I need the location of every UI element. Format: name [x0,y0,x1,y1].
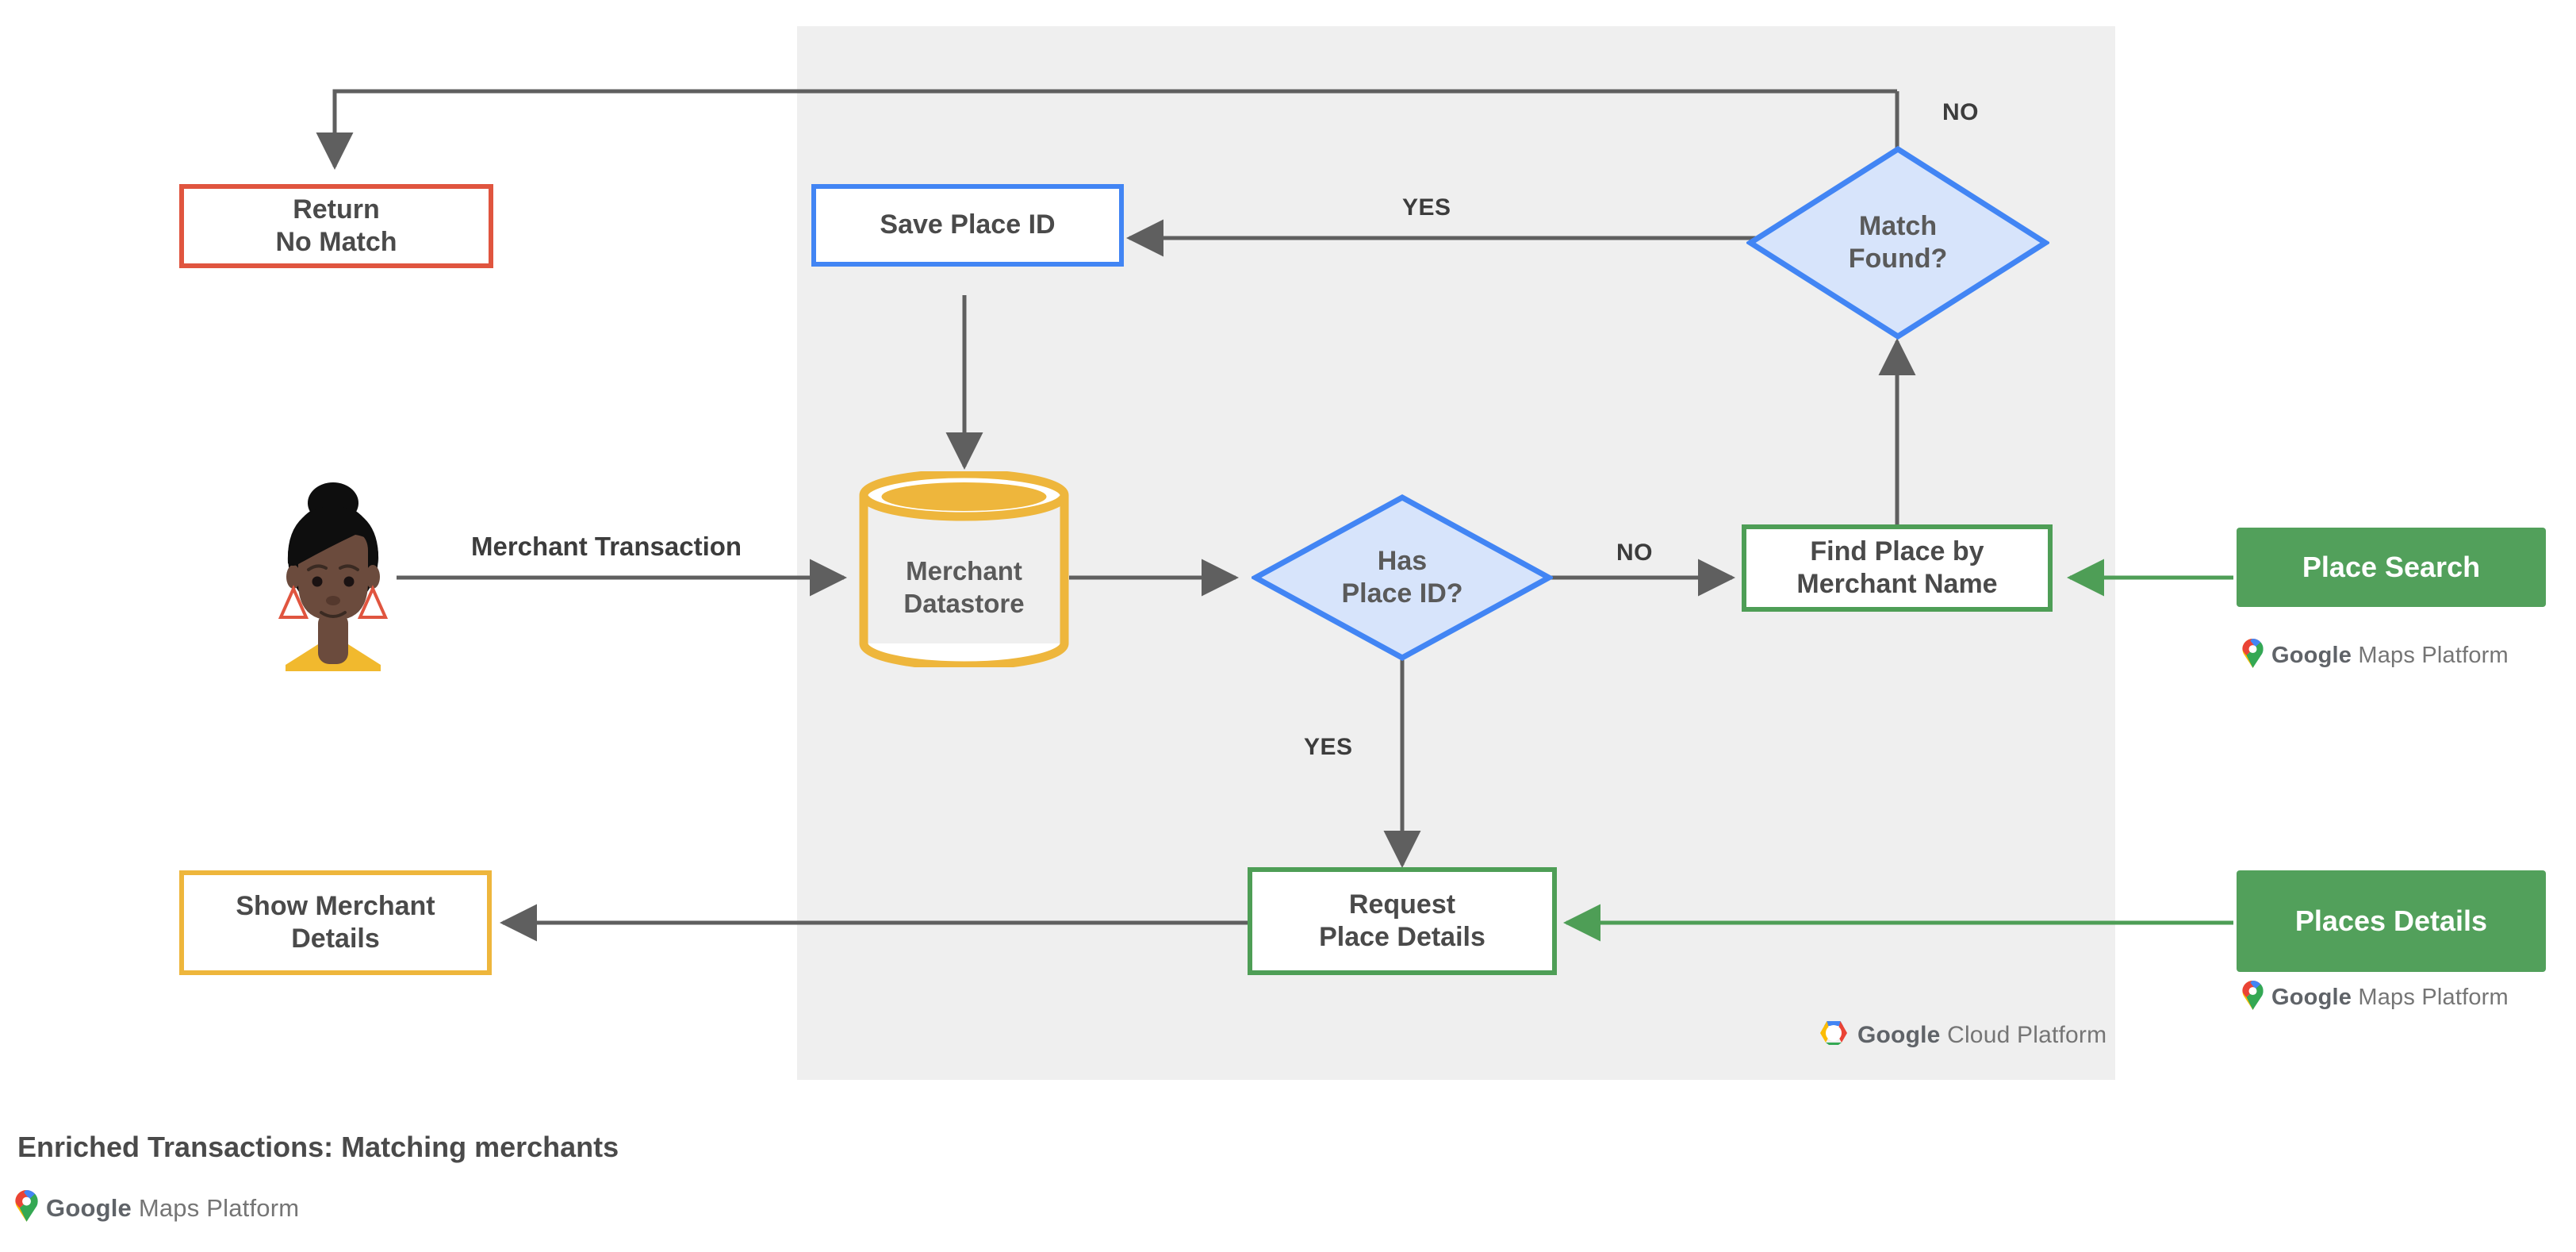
google-maps-platform-wordmark: Google Maps Platform [2271,985,2509,1010]
node-save-place-id[interactable]: Save Place ID [811,184,1124,267]
map-pin-icon [2241,981,2264,1015]
google-maps-platform-logo: Google Maps Platform [2241,639,2509,673]
node-place-search[interactable]: Place Search [2237,528,2546,607]
page-title: Enriched Transactions: Matching merchant… [17,1131,619,1163]
google-cloud-platform-logo: Google Cloud Platform [1819,1020,2106,1050]
node-has-place-id-label: Has Place ID? [1341,545,1463,609]
node-find-place-by-merchant-name-label: Find Place by Merchant Name [1796,536,1998,599]
node-request-place-details-label: Request Place Details [1319,889,1485,952]
diamond-shape [1252,494,1553,661]
cylinder-shape [859,471,1069,667]
node-return-no-match[interactable]: Return No Match [179,184,493,268]
google-maps-platform-wordmark: Google Maps Platform [46,1194,300,1222]
node-places-details-label: Places Details [2294,904,2488,938]
edge-label-has-place-id-no: NO [1616,540,1653,566]
node-merchant-datastore[interactable]: Merchant Datastore [859,471,1069,667]
edge-label-merchant-transaction: Merchant Transaction [471,532,742,561]
node-save-place-id-label: Save Place ID [880,209,1056,240]
cloud-hexagon-icon [1819,1020,1849,1050]
node-return-no-match-label: Return No Match [275,194,397,257]
node-places-details[interactable]: Places Details [2237,870,2546,972]
map-pin-icon [14,1190,39,1227]
node-show-merchant-details[interactable]: Show Merchant Details [179,870,492,975]
google-cloud-platform-wordmark: Google Cloud Platform [1857,1021,2107,1048]
node-match-found-label: Match Found? [1848,210,1948,274]
edge-label-has-place-id-yes: YES [1304,734,1353,760]
node-request-place-details[interactable]: Request Place Details [1248,867,1557,975]
edge-label-match-found-yes: YES [1402,194,1451,221]
map-pin-icon [2241,639,2264,673]
node-show-merchant-details-label: Show Merchant Details [236,890,435,954]
google-maps-platform-logo-caption: Google Maps Platform [14,1190,299,1227]
google-maps-platform-wordmark: Google Maps Platform [2271,643,2509,668]
node-merchant-datastore-label: Merchant Datastore [903,556,1025,618]
customer-avatar [262,462,404,676]
diamond-shape [1746,145,2049,340]
node-has-place-id[interactable]: Has Place ID? [1252,494,1553,662]
node-place-search-label: Place Search [2302,551,2481,584]
node-find-place-by-merchant-name[interactable]: Find Place by Merchant Name [1742,524,2053,612]
google-maps-platform-logo-2: Google Maps Platform [2241,981,2509,1015]
edge-label-match-found-no: NO [1942,99,1979,125]
node-match-found[interactable]: Match Found? [1746,145,2049,340]
